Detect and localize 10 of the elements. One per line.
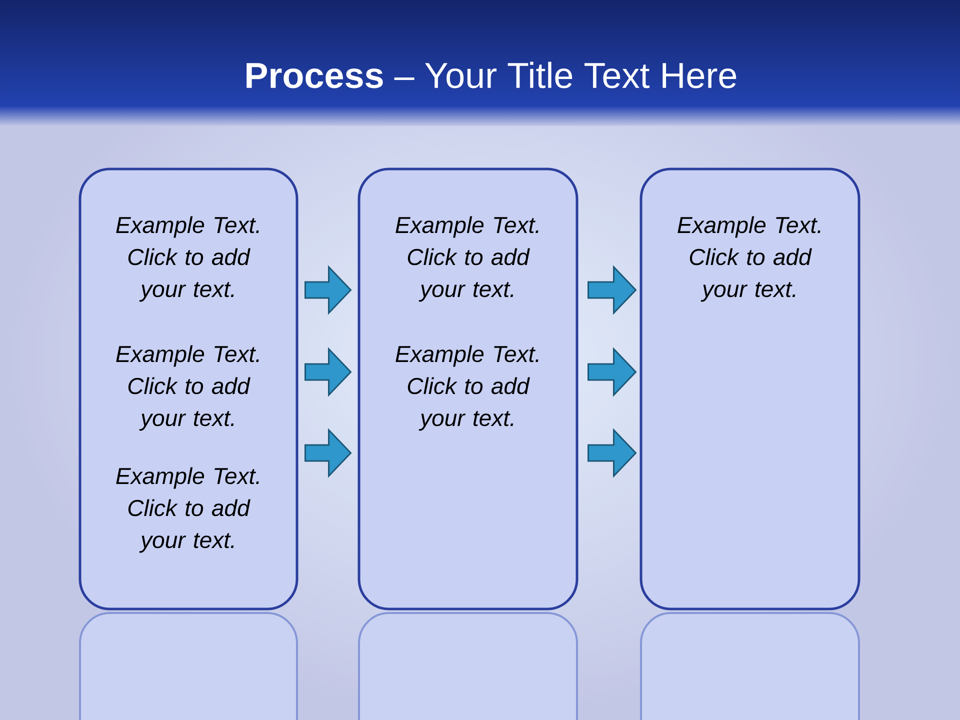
process-box: Example Text. Click to add your text. Example Text. Click to add your text. bbox=[358, 168, 578, 610]
block-arrow bbox=[588, 428, 637, 478]
block-arrow bbox=[304, 428, 352, 478]
block-arrow bbox=[588, 347, 637, 397]
process-box: Example Text. Click to add your text. bbox=[640, 168, 860, 610]
slide-title: Process – Your Title Text Here bbox=[246, 62, 736, 88]
block-arrow bbox=[588, 265, 637, 315]
block-arrow bbox=[304, 265, 352, 315]
process-box: Example Text. Click to add your text. Example Text. Click to add your text. Example Text. Click to add your text. bbox=[78, 168, 298, 610]
block-arrow bbox=[304, 347, 352, 397]
